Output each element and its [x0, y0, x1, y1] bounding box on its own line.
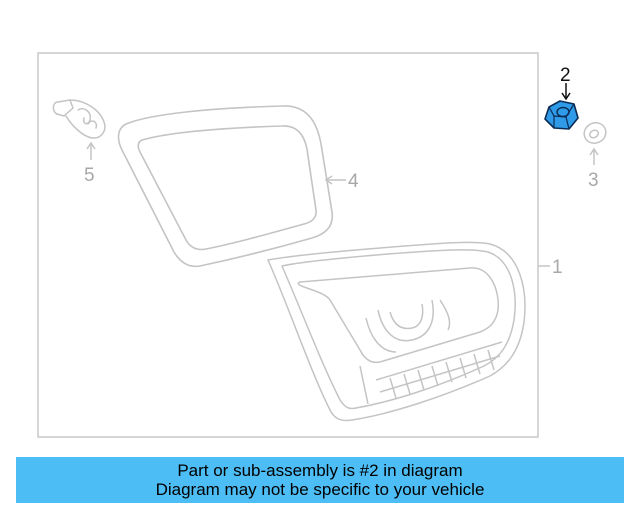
- banner-line-part-number: Part or sub-assembly is #2 in diagram: [177, 461, 463, 480]
- callout-2-leader: [561, 83, 571, 101]
- callout-5-leader: [86, 141, 96, 160]
- callout-3-leader: [589, 147, 599, 165]
- washer-part[interactable]: [581, 119, 609, 146]
- banner-line-disclaimer: Diagram may not be specific to your vehi…: [155, 480, 485, 499]
- parts-diagram: 5 4 1 2 3: [37, 52, 609, 438]
- callout-2-label: 2: [560, 65, 571, 86]
- callout-5-label: 5: [84, 165, 95, 186]
- bulb-part[interactable]: [52, 99, 106, 139]
- callout-4-label: 4: [348, 171, 359, 192]
- callout-1-label: 1: [552, 257, 563, 278]
- inner-lens-part[interactable]: [117, 105, 334, 268]
- callout-3-label: 3: [588, 170, 599, 191]
- nut-part[interactable]: [544, 100, 579, 130]
- tail-lamp-assembly-part[interactable]: [267, 241, 526, 422]
- diagram-frame: [37, 52, 539, 438]
- callout-4-leader: [324, 175, 346, 185]
- info-banner: Part or sub-assembly is #2 in diagram Di…: [16, 457, 624, 503]
